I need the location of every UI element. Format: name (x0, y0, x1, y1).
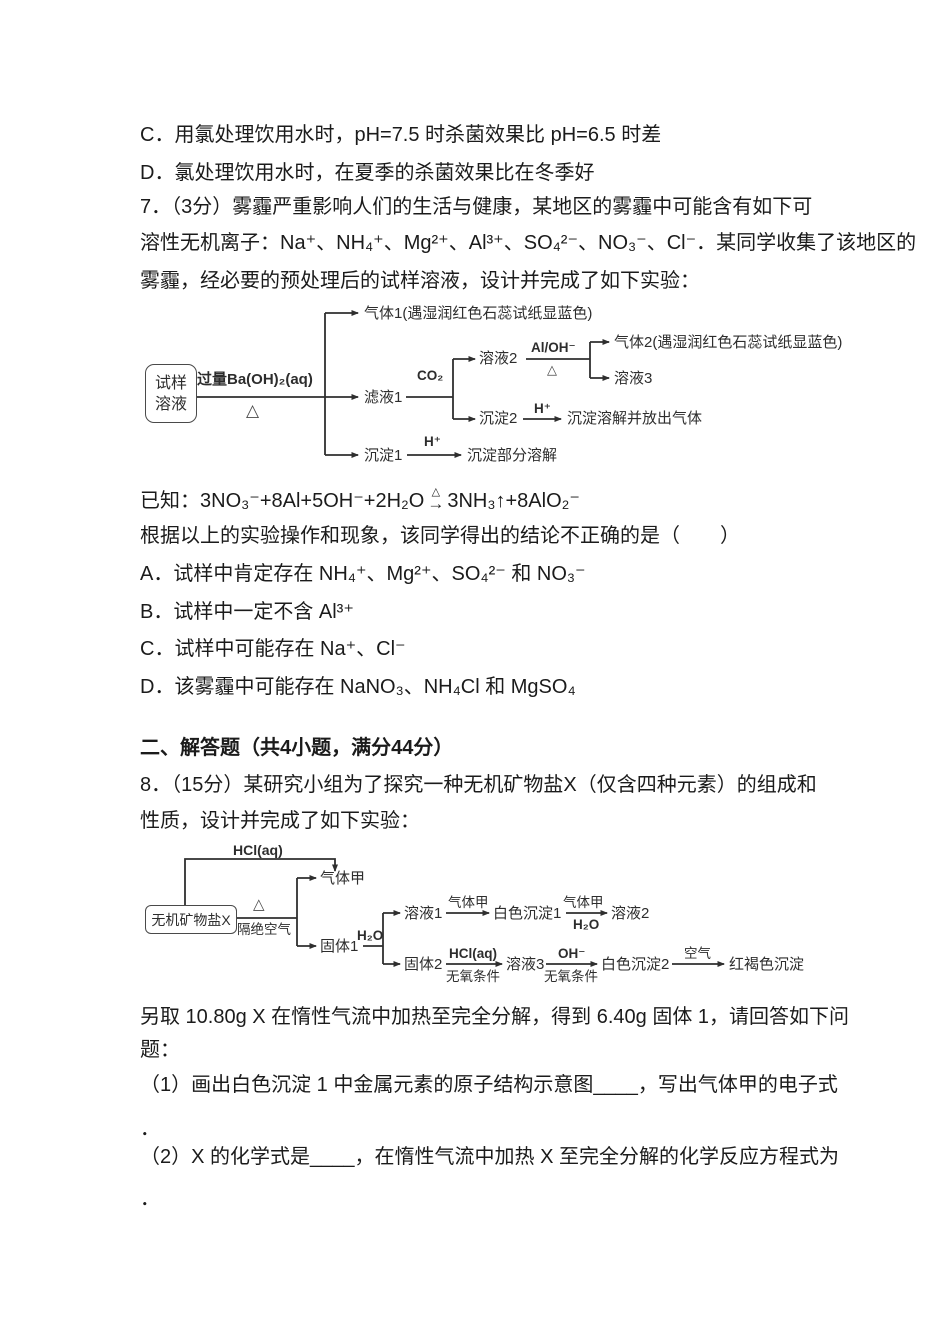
precipitate1-node: 沉淀1 (364, 447, 403, 464)
equation-right: 3NH₃↑+8AlO₂⁻ (447, 490, 580, 512)
q8-sub-question1-period: ． (140, 1118, 160, 1140)
flowchart-arrows (195, 310, 610, 458)
solution2-node: 溶液2 (611, 905, 650, 922)
no-air-label: 隔绝空气 (237, 922, 291, 937)
precipitate2-result: 沉淀溶解并放出气体 (567, 410, 703, 427)
gas2-node: 气体2(遇湿润红色石蕊试纸显蓝色) (614, 334, 843, 351)
q8-sub-question1: （1）画出白色沉淀 1 中金属元素的原子结构示意图____，写出气体甲的电子式 (140, 1074, 838, 1096)
flowchart-arrows (184, 858, 725, 967)
gas-a-node: 气体甲 (320, 870, 366, 887)
q7-option-a: A．试样中肯定存在 NH₄⁺、Mg²⁺、SO₄²⁻ 和 NO₃⁻ (140, 563, 586, 585)
solid2-node: 固体2 (404, 956, 443, 973)
anaerobic-label: 无氧条件 (544, 969, 598, 984)
anaerobic-label: 无氧条件 (446, 969, 500, 984)
mineral-salt-box: 无机矿物盐X (145, 905, 237, 934)
h-plus-label: H⁺ (424, 434, 441, 449)
sample-solution-label-bottom: 溶液 (154, 395, 187, 413)
condition-arrow-icon: △ → (427, 486, 445, 513)
q7-known-equation: 已知：3NO₃⁻+8Al+5OH⁻+2H₂O △ → 3NH₃↑+8AlO₂⁻ (140, 486, 580, 514)
al-oh-label: Al/OH⁻ (531, 340, 576, 355)
q8-stem-line1: 8．（15分）某研究小组为了探究一种无机矿物盐X（仅含四种元素）的组成和 (140, 774, 817, 796)
heat-triangle-icon: △ (547, 362, 557, 377)
q7-stem-line3: 雾霾，经必要的预处理后的试样溶液，设计并完成了如下实验： (140, 270, 700, 292)
filtrate1-node: 滤液1 (364, 389, 403, 406)
q8-post-line1: 另取 10.80g X 在惰性气流中加热至完全分解，得到 6.40g 固体 1，… (140, 1006, 850, 1028)
solution3-node: 溶液3 (506, 956, 545, 973)
h2o-label: H₂O (573, 917, 600, 932)
oh-label: OH⁻ (558, 946, 586, 961)
gas-a-label: 气体甲 (563, 895, 604, 910)
q8-sub-question2-period: ． (140, 1188, 160, 1210)
q7-experiment-flowchart: 试样 溶液 过量Ba(OH)₂(aq) △ 气体1(遇湿润红色石蕊试纸显蓝色) … (140, 302, 888, 480)
q7-stem-line1: 7．（3分）雾霾严重影响人们的生活与健康，某地区的雾霾中可能含有如下可 (140, 196, 813, 218)
precipitate1-result: 沉淀部分溶解 (467, 447, 558, 464)
equation-left: 已知：3NO₃⁻+8Al+5OH⁻+2H₂O (140, 490, 425, 512)
sample-solution-label-top: 试样 (154, 374, 187, 392)
q7-option-c: C．试样中可能存在 Na⁺、Cl⁻ (140, 638, 406, 660)
section2-header: 二、解答题（共4小题，满分44分） (140, 737, 454, 759)
air-label: 空气 (684, 946, 711, 961)
q7-option-b: B．试样中一定不含 Al³⁺ (140, 601, 354, 623)
solid1-node: 固体1 (320, 938, 359, 955)
reagent-label: 过量Ba(OH)₂(aq) (197, 371, 313, 388)
q6-option-c: C．用氯处理饮用水时，pH=7.5 时杀菌效果比 pH=6.5 时差 (140, 124, 662, 146)
q7-stem-line2: 溶性无机离子：Na⁺、NH₄⁺、Mg²⁺、Al³⁺、SO₄²⁻、NO₃⁻、Cl⁻… (140, 232, 917, 254)
q7-option-d: D．该雾霾中可能存在 NaNO₃、NH₄Cl 和 MgSO₄ (140, 676, 576, 698)
solution3-node: 溶液3 (614, 370, 653, 387)
white-precipitate1-node: 白色沉淀1 (493, 905, 562, 922)
mineral-salt-label: 无机矿物盐X (151, 911, 231, 928)
q8-experiment-flowchart: HCl(aq) 无机矿物盐X △ 隔绝空气 气体甲 固体1 H₂O 溶液1 气体… (145, 843, 845, 988)
h2o-label: H₂O (357, 928, 384, 943)
heat-triangle-icon: △ (246, 401, 260, 420)
h-plus-label: H⁺ (534, 401, 551, 416)
hcl-label: HCl(aq) (449, 946, 497, 961)
white-precipitate2-node: 白色沉淀2 (601, 956, 670, 973)
red-brown-precipitate-node: 红褐色沉淀 (729, 956, 805, 973)
gas1-node: 气体1(遇湿润红色石蕊试纸显蓝色) (364, 305, 593, 322)
precipitate2-node: 沉淀2 (479, 410, 518, 427)
hcl-top-label: HCl(aq) (233, 842, 283, 858)
co2-label: CO₂ (417, 368, 444, 383)
q6-option-d: D．氯处理饮用水时，在夏季的杀菌效果比在冬季好 (140, 162, 595, 184)
q7-question-line: 根据以上的实验操作和现象，该同学得出的结论不正确的是（ ） (140, 525, 740, 547)
q8-post-line2: 题： (140, 1039, 180, 1061)
solution1-node: 溶液1 (404, 905, 443, 922)
q8-stem-line2: 性质，设计并完成了如下实验： (140, 810, 420, 832)
gas-a-label: 气体甲 (448, 895, 489, 910)
solution2-node: 溶液2 (479, 350, 518, 367)
heat-triangle-icon: △ (253, 896, 265, 913)
q8-sub-question2: （2）X 的化学式是____，在惰性气流中加热 X 至完全分解的化学反应方程式为 (140, 1146, 839, 1168)
sample-solution-box: 试样 溶液 (145, 364, 197, 423)
